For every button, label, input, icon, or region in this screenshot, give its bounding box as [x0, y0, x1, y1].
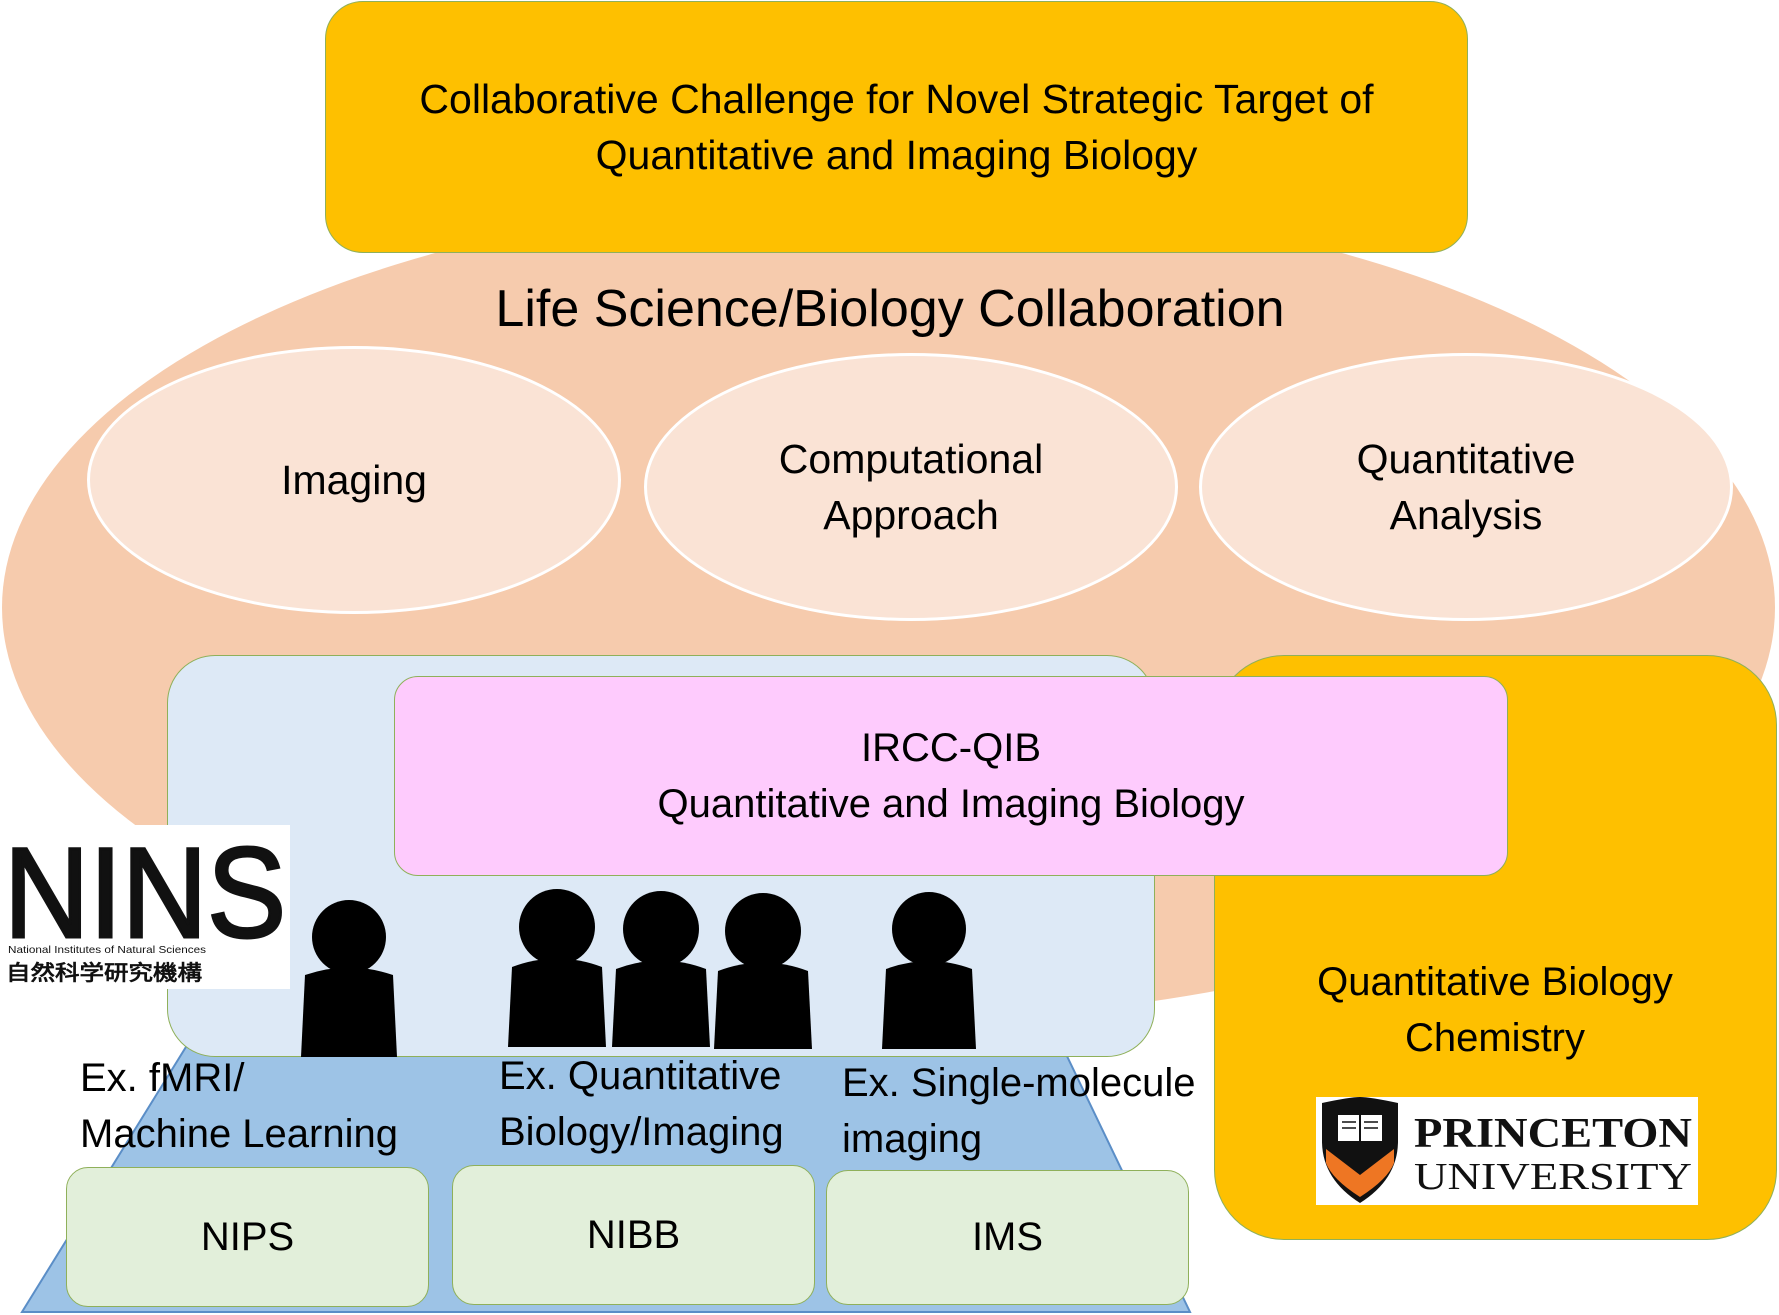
nips-example-text: Ex. fMRI/ Machine Learning [80, 1050, 398, 1162]
collaboration-label: Life Science/Biology Collaboration [495, 280, 1285, 338]
nins-logo: NINS National Institutes of Natural Scie… [0, 821, 290, 989]
quantitative-oval: Quantitative Analysis [1199, 353, 1733, 621]
challenge-title-line1: Collaborative Challenge for Novel Strate… [419, 76, 1374, 122]
princeton-research-label: Quantitative Biology Chemistry [1245, 950, 1745, 1070]
nips-box: NIPS [66, 1167, 429, 1307]
ircc-qib-subtitle: Quantitative and Imaging Biology [657, 782, 1245, 826]
ims-label: IMS [971, 1215, 1044, 1259]
person-icon [882, 892, 976, 1049]
quantitative-label-line2: Analysis [1389, 492, 1543, 538]
princeton-research-line2: Chemistry [1404, 1016, 1586, 1060]
ircc-qib-title: IRCC-QIB [861, 726, 1041, 770]
person-icon [301, 900, 397, 1057]
person-icon [612, 891, 710, 1047]
person-icon [508, 889, 606, 1047]
university-wordmark: UNIVERSITY [1414, 1156, 1692, 1198]
person-icon [714, 893, 812, 1049]
nins-logo-graphic: NINS National Institutes of Natural Scie… [3, 821, 288, 986]
challenge-title-line2: Quantitative and Imaging Biology [595, 132, 1198, 178]
computational-oval: Computational Approach [644, 353, 1178, 621]
nibb-example-line1: Ex. Quantitative [499, 1054, 782, 1098]
ims-box: IMS [826, 1170, 1189, 1305]
nibb-label: NIBB [586, 1212, 681, 1257]
nins-subtitle: National Institutes of Natural Sciences [8, 944, 206, 956]
nibb-example-line2: Biology/Imaging [499, 1110, 784, 1154]
nibb-box: NIBB [452, 1165, 815, 1305]
imaging-label: Imaging [281, 457, 427, 503]
ims-example-line1: Ex. Single-molecule [842, 1061, 1196, 1105]
ims-example-text: Ex. Single-molecule imaging [842, 1055, 1196, 1167]
ircc-qib-box: IRCC-QIB Quantitative and Imaging Biolog… [394, 676, 1508, 876]
challenge-title-box: Collaborative Challenge for Novel Strate… [325, 1, 1468, 253]
princeton-logo: PRINCETON UNIVERSITY [1316, 1097, 1698, 1205]
princeton-logo-graphic: PRINCETON UNIVERSITY [1322, 1097, 1692, 1203]
quantitative-label-line1: Quantitative [1356, 436, 1576, 482]
nins-wordmark: NINS [4, 825, 286, 965]
nips-example-line1: Ex. fMRI/ [80, 1056, 245, 1100]
nins-japanese-name: 自然科学研究機構 [6, 961, 202, 985]
computational-label-line2: Approach [823, 492, 999, 538]
princeton-wordmark: PRINCETON [1414, 1111, 1692, 1157]
nips-label: NIPS [200, 1214, 295, 1259]
princeton-research-line1: Quantitative Biology [1317, 960, 1673, 1004]
ims-example-line2: imaging [842, 1117, 983, 1161]
nibb-example-text: Ex. Quantitative Biology/Imaging [499, 1048, 784, 1160]
imaging-oval: Imaging [87, 346, 621, 614]
princeton-shield-icon [1322, 1097, 1398, 1203]
nips-example-line2: Machine Learning [80, 1112, 398, 1156]
computational-label-line1: Computational [778, 436, 1044, 482]
